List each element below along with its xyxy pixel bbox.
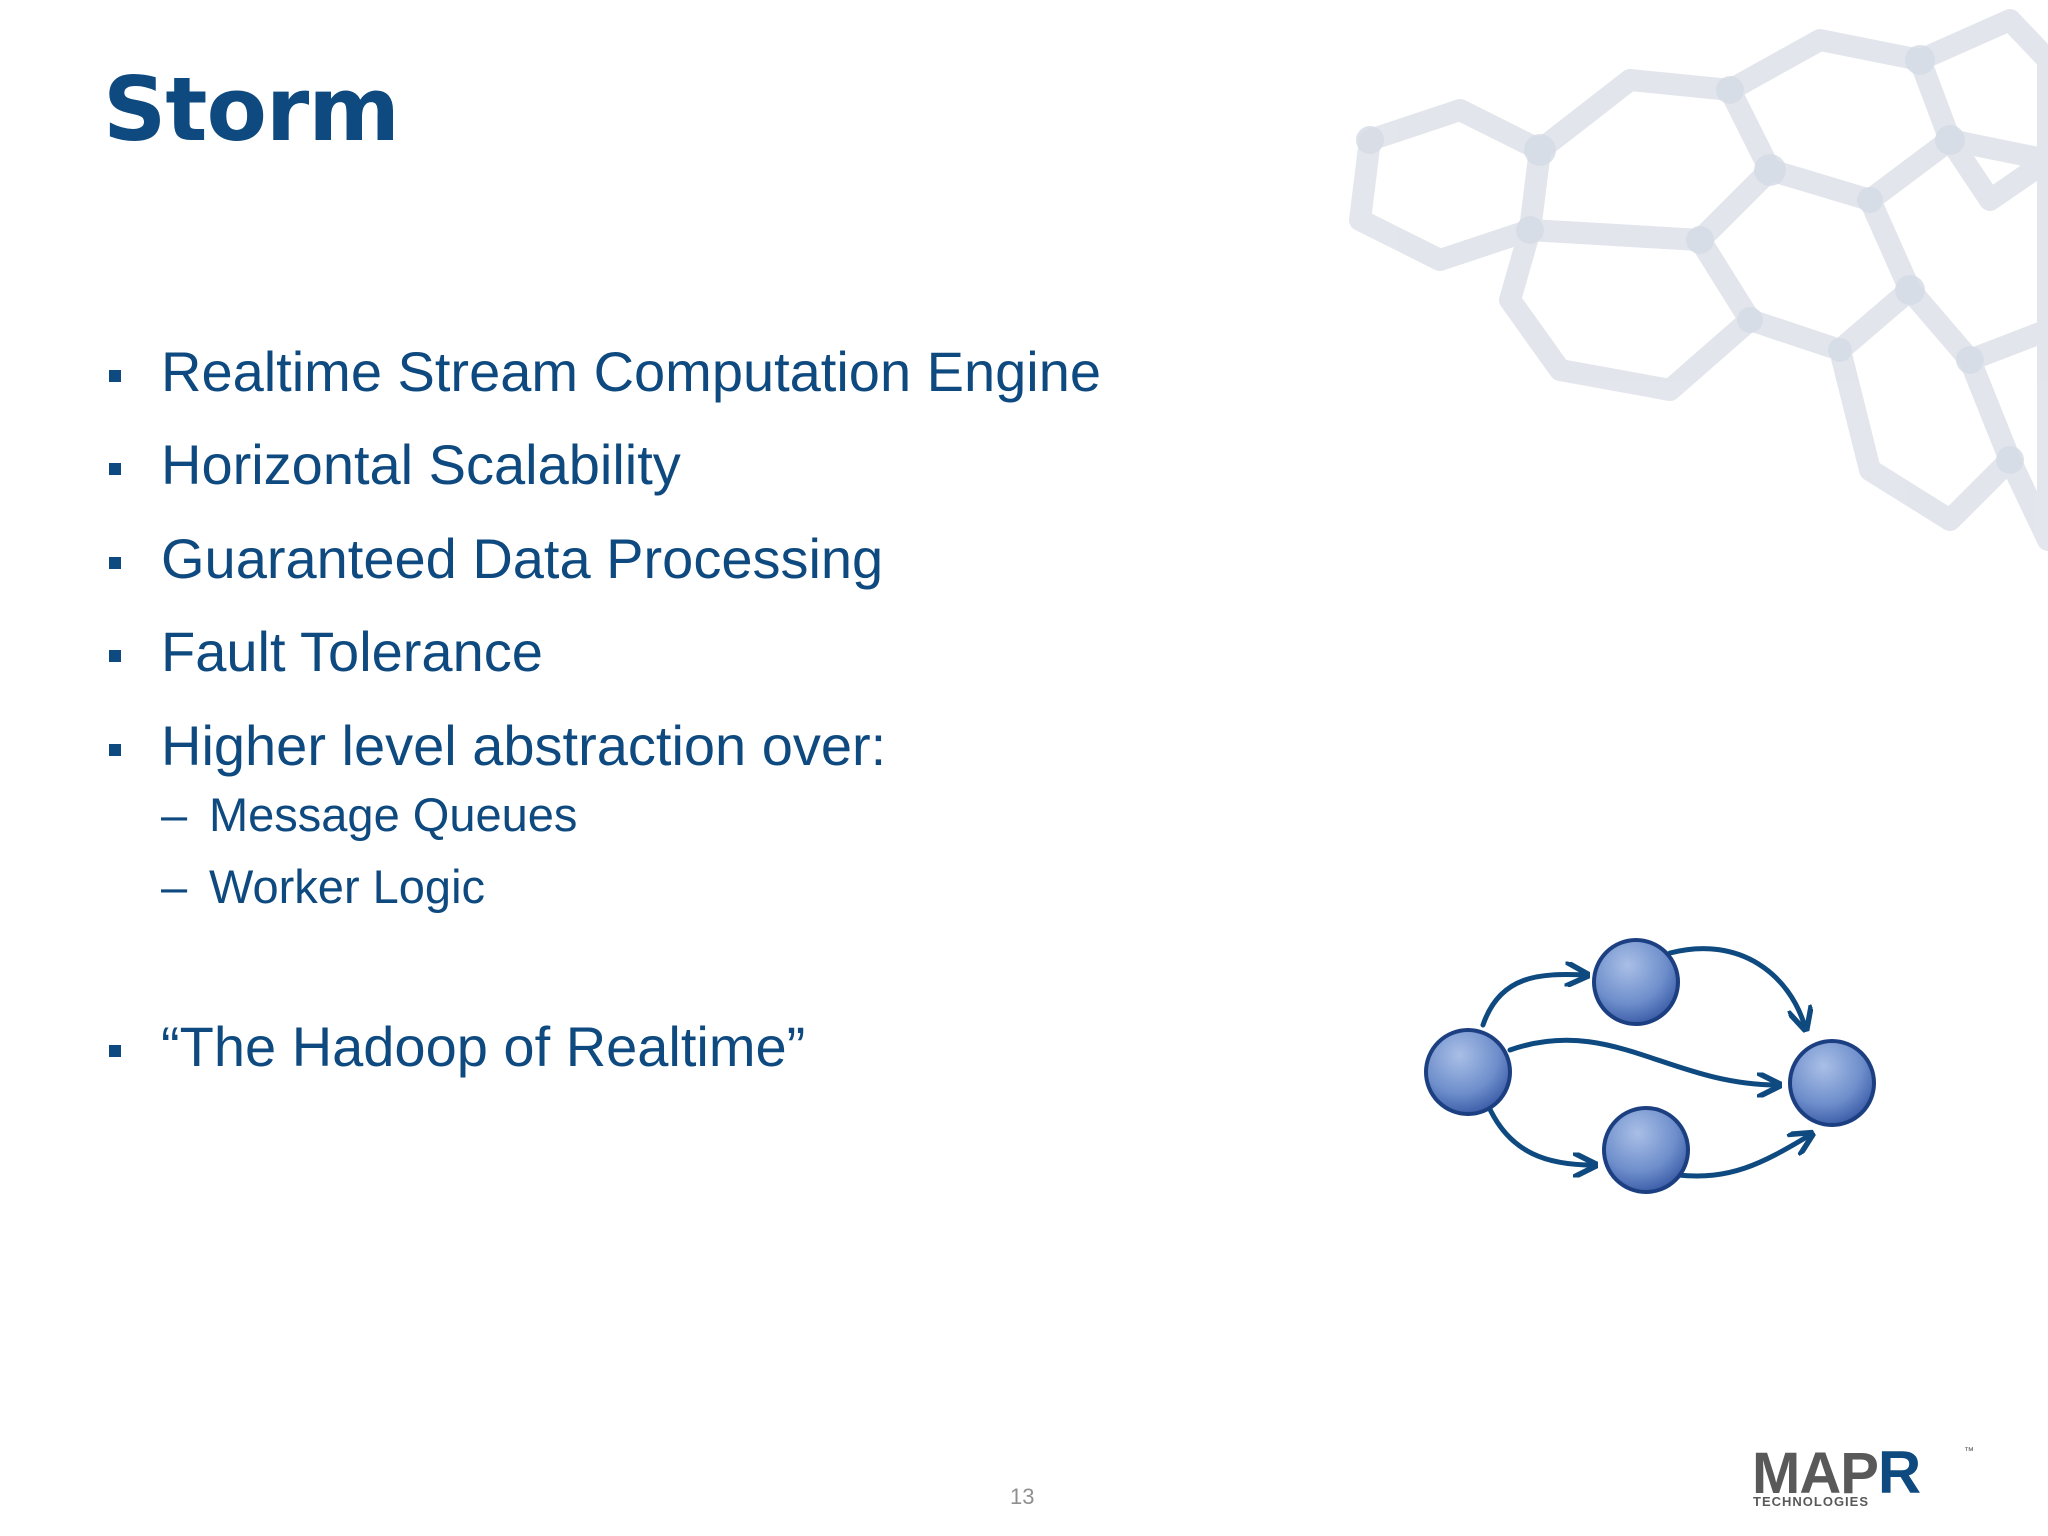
- bullet-text: Fault Tolerance: [161, 620, 543, 684]
- molecule-watermark-icon: [1349, 9, 2048, 551]
- topology-edge: [1507, 1037, 1777, 1085]
- square-bullet-icon: [109, 1044, 121, 1057]
- bullet-item: Higher level abstraction over: – Message…: [103, 714, 1223, 915]
- topology-edge: [1675, 1135, 1810, 1179]
- square-bullet-icon: [109, 370, 121, 382]
- mapr-logo: MAPR TECHNOLOGIES ™: [1752, 1439, 1976, 1510]
- bullet-item: Realtime Stream Computation Engine: [103, 340, 1223, 404]
- topology-node: [1592, 938, 1680, 1026]
- square-bullet-icon: [109, 556, 121, 569]
- bullet-item: Guaranteed Data Processing: [103, 527, 1223, 591]
- dash-marker: –: [161, 787, 188, 841]
- topology-edge: [1480, 975, 1585, 1028]
- topology-node: [1424, 1028, 1512, 1116]
- logo-wordmark: MAPR: [1752, 1439, 1921, 1506]
- bullet-text: Realtime Stream Computation Engine: [161, 340, 1102, 403]
- sub-bullet-item: – Worker Logic: [161, 860, 1223, 915]
- bullet-text: Higher level abstraction over:: [161, 713, 887, 777]
- bullet-text: “The Hadoop of Realtime”: [161, 1014, 806, 1078]
- sub-bullet-list: – Message Queues – Worker Logic: [161, 788, 1223, 915]
- bullet-list: Realtime Stream Computation Engine Horiz…: [103, 340, 1223, 1108]
- page-number: 13: [1010, 1484, 1035, 1509]
- bullet-item: Horizontal Scalability: [103, 433, 1223, 497]
- topology-node: [1602, 1106, 1690, 1194]
- sub-bullet-text: Message Queues: [209, 787, 578, 841]
- bullet-text: Guaranteed Data Processing: [161, 526, 884, 590]
- topology-edge: [1485, 1102, 1593, 1165]
- dash-marker: –: [161, 860, 188, 914]
- slide-title: Storm: [103, 58, 400, 161]
- stream-topology-diagram: [1424, 938, 1876, 1194]
- bullet-item: “The Hadoop of Realtime”: [103, 1015, 1223, 1079]
- square-bullet-icon: [109, 650, 121, 663]
- topology-node: [1788, 1039, 1876, 1127]
- square-bullet-icon: [109, 463, 121, 476]
- logo-trademark: ™: [1964, 1446, 1974, 1457]
- bullet-text: Horizontal Scalability: [161, 433, 681, 497]
- bullet-item: Fault Tolerance: [103, 620, 1223, 684]
- sub-bullet-item: – Message Queues: [161, 788, 1223, 843]
- topology-edge: [1667, 946, 1805, 1027]
- square-bullet-icon: [109, 743, 121, 756]
- logo-subtitle: TECHNOLOGIES: [1753, 1494, 1870, 1509]
- sub-bullet-text: Worker Logic: [209, 860, 486, 914]
